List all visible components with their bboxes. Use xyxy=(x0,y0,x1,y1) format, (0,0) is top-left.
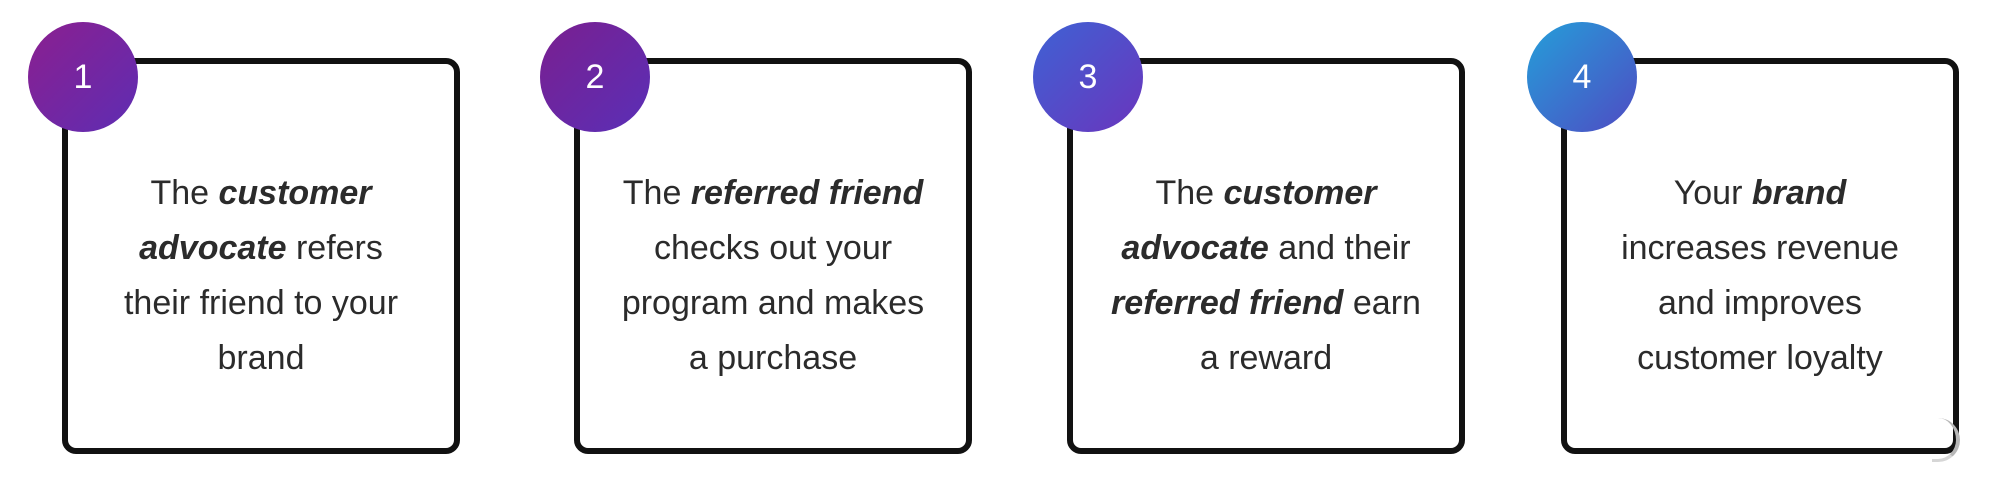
step-badge: 2 xyxy=(540,22,650,132)
step-text: Your xyxy=(1673,174,1752,212)
step-text: earn a reward xyxy=(1199,284,1421,377)
step-badge: 4 xyxy=(1527,22,1637,132)
step-description: Your brand increases revenue and improve… xyxy=(1601,166,1919,386)
emphasized-term: referred friend xyxy=(690,174,924,212)
step-badge: 1 xyxy=(28,22,138,132)
step-card: The customer advocate and their referred… xyxy=(1067,58,1465,454)
emphasized-term: customer advocate xyxy=(139,174,372,267)
step-text: and their xyxy=(1268,229,1411,267)
step-description: The customer advocate and their referred… xyxy=(1107,166,1425,386)
step-text: The xyxy=(150,174,219,212)
step-description: The referred friend checks out your prog… xyxy=(614,166,932,386)
step-3: 3 The customer advocate and their referr… xyxy=(1033,0,1465,480)
step-text: refers their friend to your brand xyxy=(123,229,399,377)
step-description: The customer advocate refers their frien… xyxy=(102,166,420,386)
step-card: The referred friend checks out your prog… xyxy=(574,58,972,454)
step-text: The xyxy=(1155,174,1224,212)
step-card: The customer advocate refers their frien… xyxy=(62,58,460,454)
emphasized-term: customer advocate xyxy=(1121,174,1377,267)
emphasized-term: brand xyxy=(1751,174,1847,212)
step-1: 1 The customer advocate refers their fri… xyxy=(28,0,460,480)
step-text: checks out your program and makes a purc… xyxy=(621,229,925,377)
step-badge: 3 xyxy=(1033,22,1143,132)
step-card: Your brand increases revenue and improve… xyxy=(1561,58,1959,454)
step-text: The xyxy=(622,174,691,212)
emphasized-term: referred friend xyxy=(1111,284,1344,322)
step-text: increases revenue and improves customer … xyxy=(1621,229,1899,377)
step-4: 4 Your brand increases revenue and impro… xyxy=(1527,0,1959,480)
step-2: 2 The referred friend checks out your pr… xyxy=(540,0,972,480)
